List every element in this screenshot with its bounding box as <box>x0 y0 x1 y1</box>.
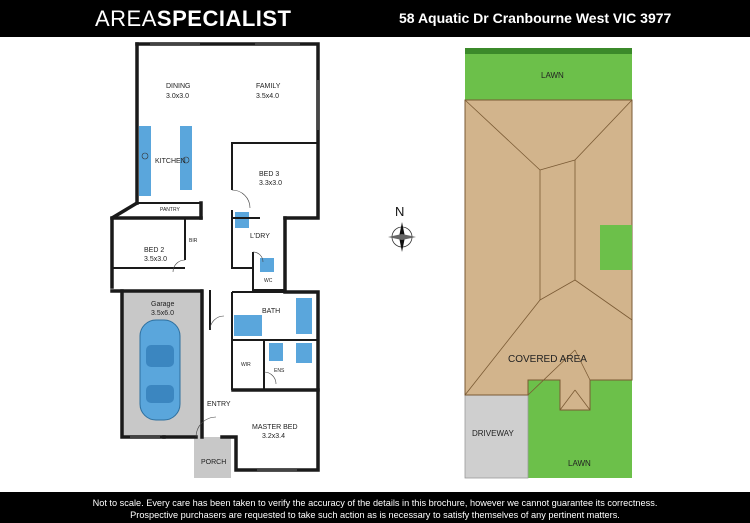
label-kitchen: KITCHEN <box>155 158 186 165</box>
toilet-wc <box>260 258 274 272</box>
label-master-bed: MASTER BED <box>252 424 298 431</box>
label-garage: Garage <box>151 301 174 308</box>
windows <box>130 43 319 471</box>
label-bath: BATH <box>262 308 280 315</box>
hedge-row <box>465 48 632 54</box>
laundry-tub <box>235 212 249 228</box>
label-laundry: L'DRY <box>250 233 270 240</box>
site-label-covered-area: COVERED AREA <box>508 354 587 365</box>
logo-text-area: AREA <box>95 6 157 31</box>
label-bed2-size: 3.5x3.0 <box>144 256 167 263</box>
sink-icon <box>141 152 149 160</box>
disclaimer-text: Not to scale. Every care has been taken … <box>92 498 658 520</box>
property-address: 58 Aquatic Dr Cranbourne West VIC 3977 <box>399 10 672 26</box>
label-porch: PORCH <box>201 459 226 466</box>
site-label-lawn-bottom: LAWN <box>568 459 591 468</box>
label-family: FAMILY <box>256 83 281 90</box>
label-family-size: 3.5x4.0 <box>256 93 279 100</box>
cooktop-icon <box>182 156 190 164</box>
compass-rose: N <box>388 204 416 252</box>
logo-text-specialist: SPECIALIST <box>156 6 292 31</box>
label-bed3-size: 3.3x3.0 <box>259 180 282 187</box>
bathtub <box>296 298 312 334</box>
inner-walls <box>112 142 318 390</box>
ensuite-shower <box>269 343 283 361</box>
site-label-lawn-top: LAWN <box>541 71 564 80</box>
label-ens: ENS <box>274 368 285 374</box>
site-plan: LAWN COVERED AREA DRIVEWAY LAWN <box>464 48 633 479</box>
label-master-bed-size: 3.2x3.4 <box>262 433 285 440</box>
label-bed2: BED 2 <box>144 247 164 254</box>
label-pantry: PANTRY <box>160 207 180 213</box>
footer-bar: Not to scale. Every care has been taken … <box>0 492 750 523</box>
porch-floor <box>194 437 231 478</box>
label-dining: DINING <box>166 83 191 90</box>
bath-vanity <box>234 315 262 336</box>
label-bed3: BED 3 <box>259 171 279 178</box>
label-dining-size: 3.0x3.0 <box>166 93 189 100</box>
door-swings <box>172 189 277 438</box>
site-label-driveway: DRIVEWAY <box>472 429 514 438</box>
driveway-area <box>464 394 529 479</box>
floor-plan: DINING 3.0x3.0 FAMILY 3.5x4.0 KITCHEN BE… <box>110 42 320 478</box>
label-entry: ENTRY <box>207 401 231 408</box>
label-bir: BIR <box>189 238 198 244</box>
header-bar: AREASPECIALIST 58 Aquatic Dr Cranbourne … <box>0 0 750 37</box>
label-garage-size: 3.5x6.0 <box>151 310 174 317</box>
agency-logo: AREASPECIALIST <box>95 6 292 32</box>
compass-north-label: N <box>395 204 404 219</box>
car-icon <box>139 319 181 421</box>
kitchen-bench-left <box>139 126 151 196</box>
label-wc: WC <box>264 278 273 284</box>
kitchen-island <box>180 126 192 190</box>
label-wir: WIR <box>241 362 251 368</box>
roof-ridges <box>464 99 633 411</box>
courtyard-lawn <box>600 225 632 270</box>
ensuite-vanity <box>296 343 312 363</box>
